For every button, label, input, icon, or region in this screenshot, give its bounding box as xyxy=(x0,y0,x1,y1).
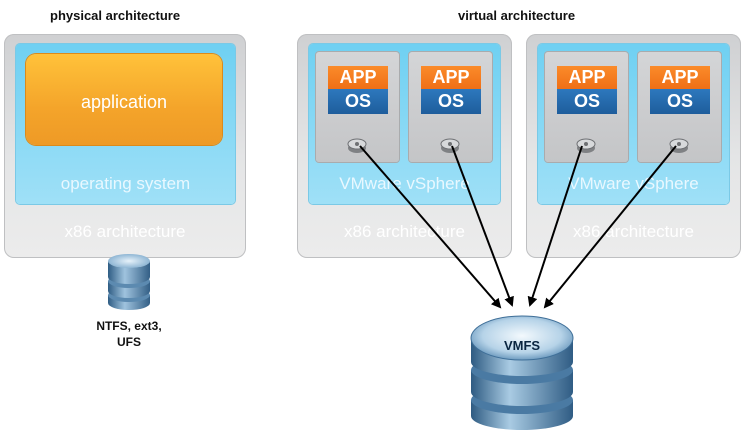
vmfs-storage-icon xyxy=(470,315,574,430)
physical-server: application operating system x86 archite… xyxy=(4,34,246,258)
vm-1-2-app: APP xyxy=(421,66,481,89)
physical-architecture-heading: physical architecture xyxy=(50,8,181,23)
operating-system-label: operating system xyxy=(60,174,191,193)
vm-1-2: APP OS xyxy=(409,52,492,162)
virtual-architecture-heading: virtual architecture xyxy=(458,8,576,23)
vm-1-1-os: OS xyxy=(328,89,388,114)
arrow-vm-2-2-to-vmfs xyxy=(543,145,677,309)
hypervisor-panel-2: APP OS APP OS VMware vSphere xyxy=(538,44,729,204)
virtual-server-2: APP OS APP OS VMware vSphere x86 archite… xyxy=(526,34,741,258)
virtual-server-1: APP OS APP OS VMware vSphere x86 archite… xyxy=(297,34,512,258)
physical-storage-caption-line2: UFS xyxy=(117,335,141,349)
physical-os-panel: application operating system xyxy=(16,44,235,204)
physical-storage-caption: NTFS, ext3, UFS xyxy=(76,318,182,350)
hypervisor-label-2: VMware vSphere xyxy=(568,174,699,193)
physical-storage-caption-line1: NTFS, ext3, xyxy=(96,319,162,333)
vm-2-1-os: OS xyxy=(557,89,617,114)
vmfs-label: VMFS xyxy=(503,338,541,353)
physical-x86-label: x86 architecture xyxy=(64,222,186,241)
arrow-vm-2-1-to-vmfs xyxy=(527,145,583,307)
hypervisor-label-1: VMware vSphere xyxy=(339,174,470,193)
application-box: application xyxy=(26,54,222,145)
application-label: application xyxy=(80,92,168,112)
vm-2-2-app: APP xyxy=(650,66,710,89)
vm-1-2-os: OS xyxy=(421,89,481,114)
hypervisor-panel-1: APP OS APP OS VMware vSphere xyxy=(309,44,500,204)
vm-2-2-os: OS xyxy=(650,89,710,114)
vm-2-2: APP OS xyxy=(638,52,721,162)
arrow-vm-1-2-to-vmfs xyxy=(451,145,514,307)
virtual-x86-label-1: x86 architecture xyxy=(344,222,465,241)
vm-1-1-app: APP xyxy=(328,66,388,89)
vm-2-1: APP OS xyxy=(545,52,628,162)
physical-storage-disk-icon xyxy=(108,254,150,310)
vm-2-1-app: APP xyxy=(557,66,617,89)
vm-1-1: APP OS xyxy=(316,52,399,162)
arrow-vm-1-1-to-vmfs xyxy=(359,145,502,309)
